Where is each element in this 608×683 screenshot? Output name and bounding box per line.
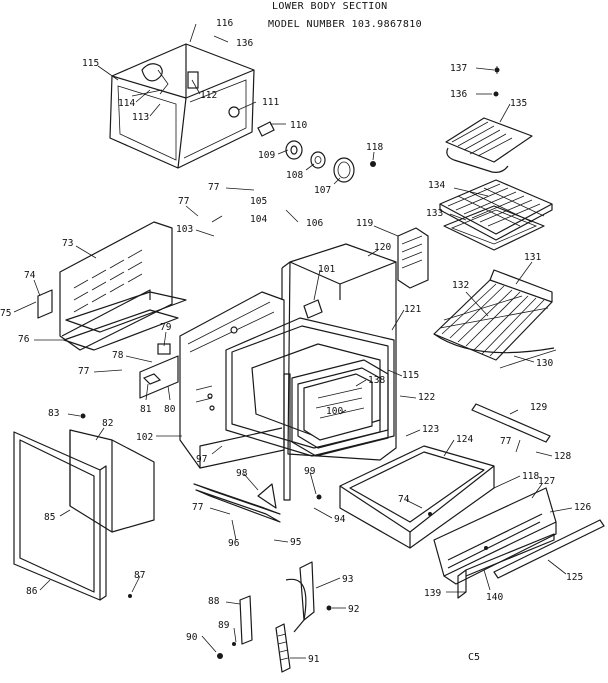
callout-77c: 77 (78, 366, 89, 377)
callout-96: 96 (228, 538, 240, 549)
callout-108: 108 (286, 170, 303, 181)
callout-124: 124 (456, 434, 473, 445)
small-round-parts (257, 121, 376, 183)
callout-101: 101 (318, 264, 335, 275)
callout-139: 139 (424, 588, 441, 599)
callout-numbers: 116 136 115 112 114 113 111 110 109 108 … (0, 18, 591, 665)
callout-104: 104 (250, 214, 267, 225)
callout-103: 103 (176, 224, 193, 235)
drawer-front (433, 487, 605, 599)
callout-115: 115 (82, 58, 99, 69)
callout-86: 86 (26, 586, 38, 597)
callout-94: 94 (334, 514, 346, 525)
callout-135: 135 (510, 98, 527, 109)
callout-112: 112 (200, 90, 217, 101)
side-panels (13, 413, 155, 601)
oven-rack (433, 269, 557, 369)
callout-138: 138 (368, 375, 385, 386)
callout-107: 107 (314, 185, 331, 196)
callout-106: 106 (306, 218, 323, 229)
callout-93: 93 (342, 574, 353, 585)
callout-123: 123 (422, 424, 439, 435)
callout-91: 91 (308, 654, 320, 665)
broil-hardware (439, 66, 553, 251)
diagram-code: C5 (468, 652, 480, 663)
callout-83: 83 (48, 408, 59, 419)
callout-114: 114 (118, 98, 135, 109)
leader-lines (13, 23, 573, 659)
callout-133: 133 (426, 208, 443, 219)
callout-74: 74 (24, 270, 36, 281)
callout-111: 111 (262, 97, 279, 108)
callout-92: 92 (348, 604, 359, 615)
callout-85: 85 (44, 512, 55, 523)
callout-136: 136 (236, 38, 253, 49)
callout-82: 82 (102, 418, 113, 429)
callout-125: 125 (566, 572, 583, 583)
callout-128: 128 (554, 451, 571, 462)
diagram-title: LOWER BODY SECTION (272, 1, 388, 12)
callout-136b: 136 (450, 89, 467, 100)
side-vent (397, 227, 429, 289)
callout-127: 127 (538, 476, 555, 487)
callout-89: 89 (218, 620, 230, 631)
callout-75: 75 (0, 308, 11, 319)
callout-77b: 77 (178, 196, 189, 207)
callout-79: 79 (160, 322, 172, 333)
callout-140: 140 (486, 592, 503, 603)
callout-120: 120 (374, 242, 391, 253)
callout-97: 97 (196, 454, 207, 465)
callout-77d: 77 (500, 436, 511, 447)
callout-130: 130 (536, 358, 553, 369)
oven-body (225, 243, 397, 461)
callout-109: 109 (258, 150, 275, 161)
callout-113: 113 (132, 112, 149, 123)
callout-88: 88 (208, 596, 220, 607)
callout-78: 78 (112, 350, 124, 361)
callout-76: 76 (18, 334, 30, 345)
callout-90: 90 (186, 632, 198, 643)
callout-118b: 118 (522, 471, 539, 482)
callout-81: 81 (140, 404, 152, 415)
upper-housing (109, 43, 255, 169)
callout-137: 137 (450, 63, 467, 74)
rail (471, 403, 551, 443)
callout-115b: 115 (402, 370, 419, 381)
callout-95: 95 (290, 537, 301, 548)
lower-front-parts (193, 373, 322, 523)
storage-drawer (339, 445, 495, 549)
callout-74b: 74 (398, 494, 410, 505)
callout-132: 132 (452, 280, 469, 291)
callout-102: 102 (136, 432, 153, 443)
callout-131: 131 (524, 252, 541, 263)
hinge-parts (217, 561, 332, 673)
callout-73: 73 (62, 238, 73, 249)
back-panel (59, 221, 187, 351)
bracket-parts (37, 289, 179, 399)
callout-121: 121 (404, 304, 421, 315)
callout-99: 99 (304, 466, 316, 477)
callout-116: 116 (216, 18, 233, 29)
callout-110: 110 (290, 120, 307, 131)
callout-105: 105 (250, 196, 267, 207)
callout-129: 129 (530, 402, 547, 413)
callout-80: 80 (164, 404, 176, 415)
callout-134: 134 (428, 180, 445, 191)
callout-100: 100 (326, 406, 343, 417)
callout-98: 98 (236, 468, 248, 479)
model-number-line: MODEL NUMBER 103.9867810 (268, 19, 422, 30)
callout-119: 119 (356, 218, 373, 229)
callout-126: 126 (574, 502, 591, 513)
callout-87: 87 (134, 570, 145, 581)
callout-77a: 77 (208, 182, 219, 193)
callout-122: 122 (418, 392, 435, 403)
callout-118: 118 (366, 142, 383, 153)
callout-77e: 77 (192, 502, 203, 513)
